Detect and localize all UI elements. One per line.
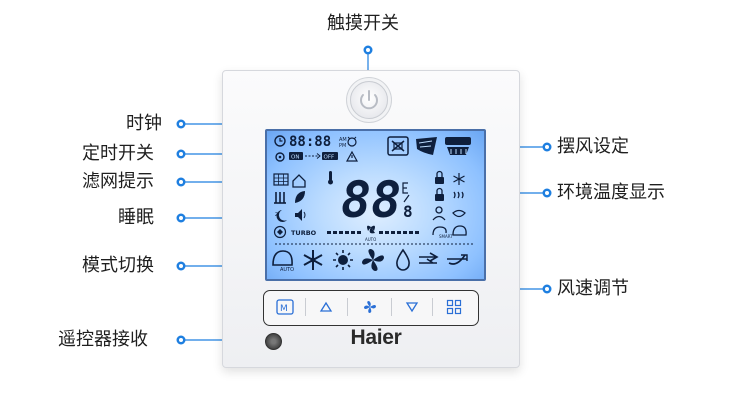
swing-horizontal-icon (416, 137, 437, 155)
touch-power-button[interactable] (350, 81, 388, 119)
label-ambient-temp-display: 环境温度显示 (557, 182, 665, 203)
lips-icon (452, 209, 466, 218)
warning-icon (345, 150, 359, 162)
mode-button[interactable]: M (273, 296, 297, 318)
mode-cool-snowflake-icon (303, 250, 323, 270)
lcd-turbo: TURBO (291, 229, 317, 237)
fan-speed-icon (367, 225, 375, 234)
lcd-smart: SMART (439, 234, 453, 239)
label-timer-switch: 定时开关 (82, 143, 154, 164)
brand-logo: Haier (350, 326, 402, 349)
airflow-wind-icon (447, 254, 468, 265)
label-fan-speed-adjust: 风速调节 (557, 278, 629, 299)
power-icon (360, 90, 378, 110)
label-mode-switch: 模式切换 (82, 255, 154, 276)
mode-dry-drop-icon (396, 248, 410, 271)
button-separator (305, 298, 306, 316)
degree-unit-icon (402, 182, 410, 203)
child-lock-icon (435, 187, 444, 201)
ir-receiver-sensor (265, 333, 282, 350)
humidity-icon (453, 191, 464, 199)
snowflake-small-icon (453, 173, 465, 185)
mode-heat-sun-icon (333, 250, 353, 270)
house-icon (292, 174, 306, 188)
smart-icon: SMART (432, 226, 453, 239)
eco-icon (273, 225, 287, 239)
mode-fan-icon (362, 249, 384, 271)
lcd-off: OFF (324, 155, 335, 161)
sleep-moon-icon: z (275, 210, 287, 222)
button-separator (347, 298, 348, 316)
triangle-up-icon (319, 301, 333, 312)
lock-icon (435, 170, 444, 184)
person-icon (432, 206, 446, 221)
lcd-screen: 88:88 AM PM ON OFF (265, 129, 486, 281)
fan-button[interactable] (358, 296, 382, 318)
down-button[interactable] (400, 296, 424, 318)
menu-button[interactable] (442, 296, 466, 318)
filter-icon (273, 173, 289, 186)
swing-vertical-icon (387, 136, 409, 156)
lcd-time: 88:88 (289, 134, 331, 150)
airflow-swirl-icon (419, 252, 439, 264)
label-filter-reminder: 滤网提示 (82, 171, 154, 192)
label-sleep: 睡眠 (118, 207, 154, 228)
heater-icon (274, 192, 286, 204)
gear-icon (275, 152, 285, 162)
lcd-fan-auto: AUTO (365, 237, 376, 242)
lcd-temp-decimal: 8 (403, 202, 413, 221)
label-swing-setting: 摆风设定 (557, 136, 629, 157)
fan-icon (364, 301, 376, 313)
lcd-on: ON (291, 155, 299, 161)
face-icon (452, 225, 467, 236)
button-bar (263, 290, 479, 326)
button-separator (432, 298, 433, 316)
label-clock: 时钟 (126, 113, 162, 134)
lcd-mode-auto: AUTO (280, 267, 294, 273)
triangle-down-icon (405, 302, 419, 313)
clock-icon (274, 135, 286, 147)
svg-text:M: M (280, 304, 288, 314)
svg-text:z: z (275, 211, 278, 218)
mode-auto-icon: AUTO (272, 250, 294, 273)
swing-louver-icon (445, 137, 471, 155)
grid-icon (446, 299, 462, 315)
lcd-temperature: 88 (341, 171, 401, 229)
label-remote-receiver: 遥控器接收 (58, 329, 148, 350)
lcd-pm: PM (339, 143, 346, 149)
up-button[interactable] (314, 296, 338, 318)
alarm-icon (347, 136, 357, 147)
lcd-am: AM (339, 137, 347, 143)
thermometer-icon (328, 171, 333, 185)
button-separator (391, 298, 392, 316)
fan-speed-bar (327, 231, 419, 234)
label-touch-switch: 触摸开关 (327, 13, 399, 34)
speaker-icon (295, 209, 306, 221)
mode-icon: M (276, 299, 294, 315)
leaf-icon (295, 191, 305, 203)
